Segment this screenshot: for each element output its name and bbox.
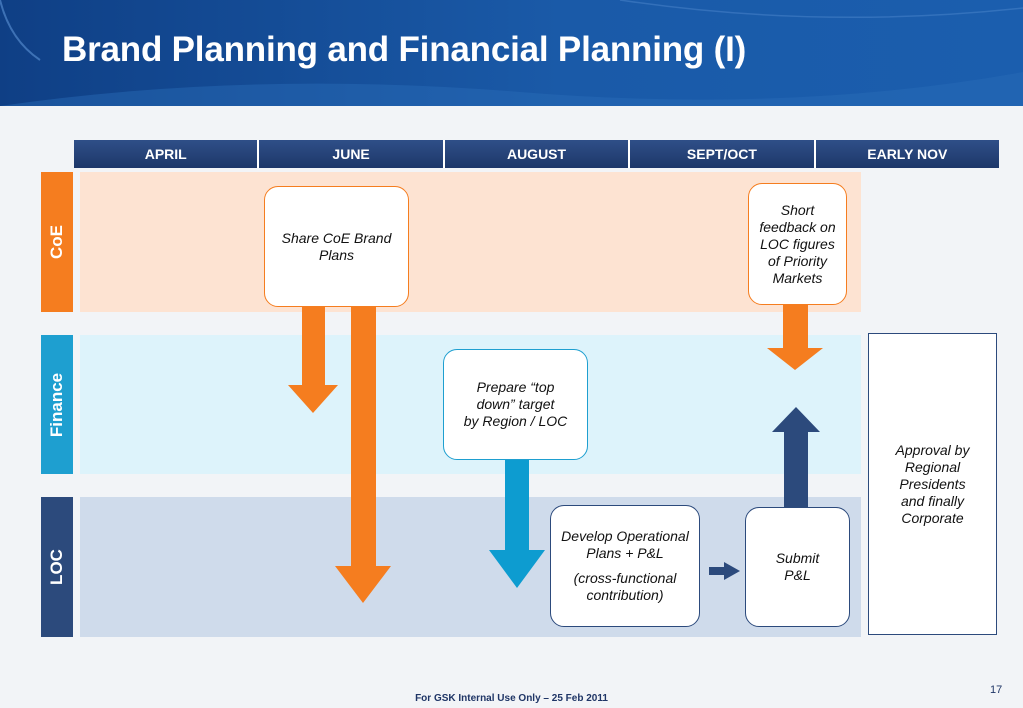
footer-confidentiality: For GSK Internal Use Only – 25 Feb 2011 (415, 693, 608, 704)
arrow-develop-to-submit (709, 562, 740, 580)
approval-line-5: Corporate (901, 509, 964, 526)
develop-operational-plans-box: Develop Operational Plans + P&L (cross-f… (550, 505, 700, 627)
slide-header: Brand Planning and Financial Planning (I… (0, 0, 1023, 106)
prepare-top-down-target-box: Prepare “top down” target by Region / LO… (443, 349, 588, 460)
submit-line-2: P&L (784, 567, 811, 583)
share-coe-line-1: Share CoE Brand (281, 229, 392, 246)
short-feedback-box: Short feedback on LOC figures of Priorit… (748, 183, 847, 305)
coe-swimlane (80, 172, 861, 312)
page-number: 17 (990, 684, 1003, 696)
short-feedback-line-1: Short (780, 201, 815, 218)
approval-box: Approval by Regional Presidents and fina… (868, 333, 997, 635)
short-feedback-line-2: feedback on (759, 218, 836, 235)
loc-lane-label: LOC (41, 497, 73, 637)
coe-lane-label: CoE (41, 172, 73, 312)
submit-pl-box: Submit P&L (745, 507, 850, 627)
month-april: APRIL (74, 140, 258, 168)
prepare-target-line-1: Prepare “top (476, 379, 555, 395)
share-coe-line-2: Plans (318, 246, 355, 263)
short-feedback-line-4: of Priority (767, 252, 828, 269)
approval-line-3: Presidents (899, 475, 966, 492)
arrow-submit-up (772, 407, 820, 507)
prepare-target-line-2: down” target (476, 396, 555, 412)
slide-title: Brand Planning and Financial Planning (I… (62, 30, 747, 69)
approval-line-4: and finally (900, 492, 965, 509)
month-august: AUGUST (444, 140, 629, 168)
approval-line-2: Regional (904, 458, 961, 475)
timeline-header: APRIL JUNE AUGUST SEPT/OCT EARLY NOV (74, 140, 1000, 168)
header-background (0, 0, 1023, 106)
month-sept-oct: SEPT/OCT (630, 140, 814, 168)
submit-line-1: Submit (775, 550, 820, 566)
month-june: JUNE (259, 140, 443, 168)
cross-functional-line-1: (cross-functional (573, 570, 677, 586)
prepare-target-line-3: by Region / LOC (463, 413, 568, 429)
arrow-feedback-down (767, 305, 823, 370)
develop-plans-line-1: Develop Operational (561, 528, 689, 544)
share-coe-brand-plans-box: Share CoE Brand Plans (264, 186, 409, 307)
arrow-coe-to-finance (288, 306, 338, 413)
approval-line-1: Approval by (895, 441, 970, 458)
short-feedback-line-5: Markets (772, 269, 823, 286)
develop-plans-line-2: Plans + P&L (586, 545, 664, 561)
finance-lane-label: Finance (41, 335, 73, 474)
arrow-finance-to-loc (489, 460, 545, 588)
short-feedback-line-3: LOC figures (760, 235, 835, 252)
arrow-coe-to-loc (335, 306, 391, 603)
month-early-nov: EARLY NOV (815, 140, 1000, 168)
approval-text: Approval by Regional Presidents and fina… (896, 442, 970, 527)
cross-functional-line-2: contribution) (586, 587, 664, 603)
